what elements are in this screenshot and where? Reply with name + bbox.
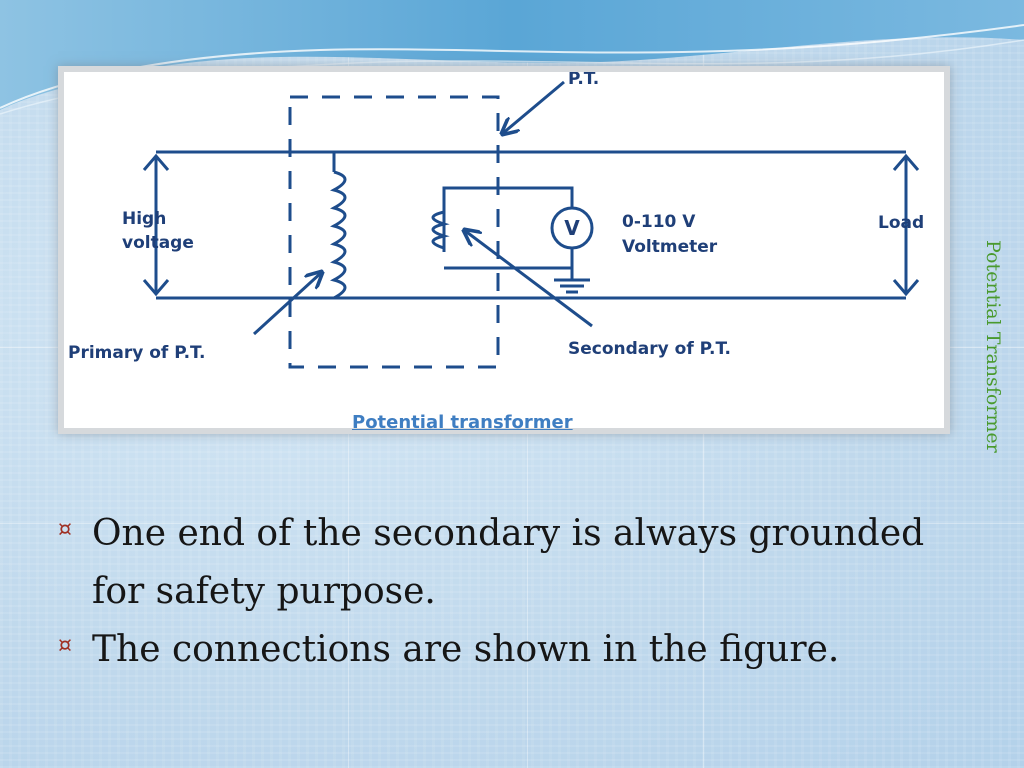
primary-coil [330,170,347,300]
bullet-list: ¤ One end of the secondary is always gro… [58,505,978,679]
figure-caption: Potential transformer [352,412,573,433]
bullet-item: ¤ One end of the secondary is always gro… [58,505,978,621]
voltage-label: voltage [122,233,194,253]
bullet-marker-icon: ¤ [58,633,72,658]
bullet-text: The connections are shown in the figure. [92,629,840,670]
secondary-loop [442,186,574,270]
load-label: Load [878,213,924,233]
secondary-coil [431,210,450,250]
pt-pointer [502,80,565,134]
bullet-item: ¤ The connections are shown in the figur… [58,621,978,679]
volt-range-label: 0-110 V [622,212,696,232]
secondary-pointer [464,230,593,328]
bullet-marker-icon: ¤ [58,517,72,542]
circuit-figure: P.T. High voltage Load 0-110 V Voltmeter… [58,66,950,434]
pt-enclosure [288,95,500,369]
potential-transformer-diagram: P.T. High voltage Load 0-110 V Voltmeter… [68,72,924,369]
high-label: High [122,209,166,229]
slide-title-vertical: Potential Transformer [982,240,1004,453]
pt-label: P.T. [568,72,599,89]
bullet-text: One end of the secondary is always groun… [92,513,925,612]
primary-pointer [252,272,322,336]
voltmeter-symbol [550,206,594,250]
meter-symbol-label: V [564,216,580,240]
voltmeter-label: Voltmeter [622,237,718,257]
secondary-label: Secondary of P.T. [568,339,731,359]
primary-label: Primary of P.T. [68,343,206,363]
